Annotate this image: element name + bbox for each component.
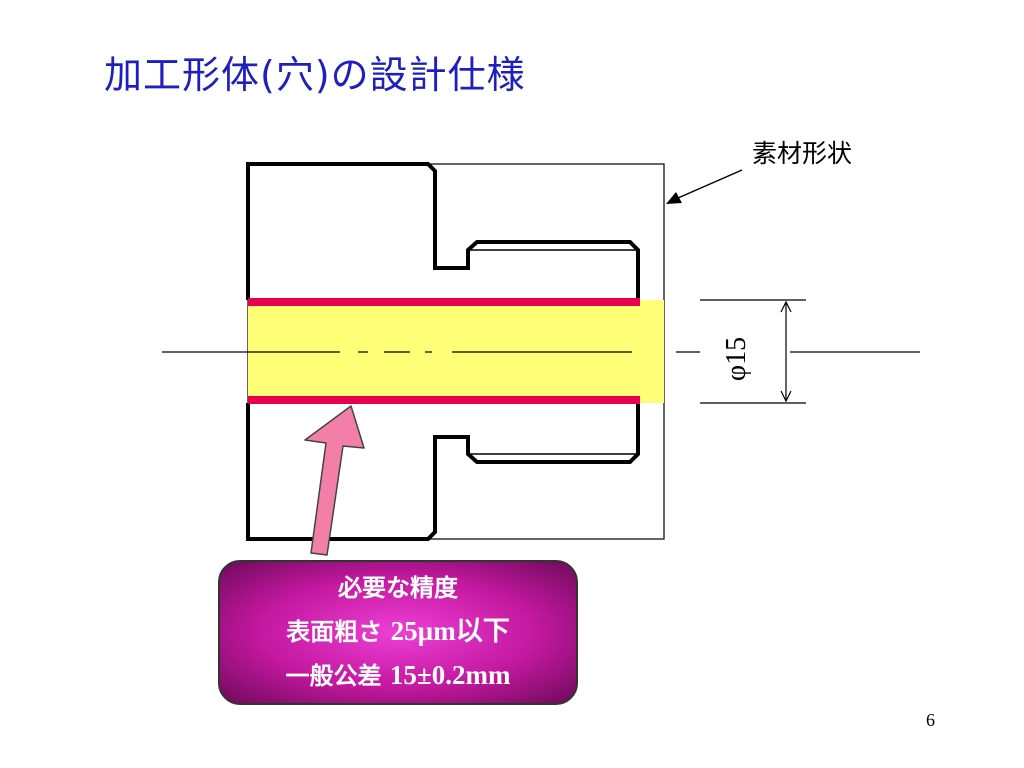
bore-wall-top: [248, 298, 640, 306]
pointer-arrow: [304, 405, 365, 556]
diameter-dimension: [700, 299, 806, 404]
page-number: 6: [926, 710, 935, 730]
bore-wall-bottom: [248, 396, 640, 404]
diameter-label: φ15: [721, 336, 752, 382]
slide-title: 加工形体(穴)の設計仕様: [104, 53, 526, 97]
part-profile-upper: [246, 162, 640, 300]
spec-surface-roughness-value: 25µm以下: [390, 616, 510, 646]
spec-surface-roughness: 表面粗さ 25µm以下: [286, 616, 510, 646]
stock-leader-line: [677, 169, 743, 199]
stock-leader-arrowhead: [666, 192, 682, 204]
stock-shape-label: 素材形状: [752, 139, 853, 168]
spec-heading: 必要な精度: [338, 574, 458, 602]
part-profile-lower: [246, 403, 640, 541]
spec-general-tolerance: 一般公差 15±0.2mm: [285, 660, 511, 690]
spec-general-tolerance-value: 15±0.2mm: [389, 660, 511, 690]
precision-spec-box: 必要な精度 表面粗さ 25µm以下 一般公差 15±0.2mm: [218, 560, 578, 705]
bore-extension: [638, 300, 664, 403]
bore-fill: [248, 306, 638, 396]
